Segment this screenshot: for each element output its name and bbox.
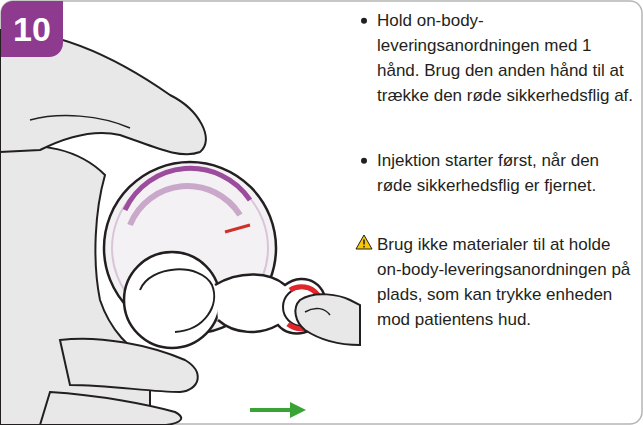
step-number: 10 bbox=[13, 12, 51, 46]
instruction-text: Injektion starter først, når den røde si… bbox=[377, 148, 635, 198]
indicator bbox=[225, 225, 250, 232]
bottom-fingers bbox=[60, 339, 198, 392]
button-contour bbox=[140, 269, 214, 332]
bullet bbox=[361, 158, 367, 164]
pulling-thumb bbox=[295, 294, 360, 345]
pull-arrow bbox=[250, 408, 298, 412]
start-button bbox=[124, 252, 220, 348]
instruction-text: Hold on-body-leveringsanordningen med 1 … bbox=[377, 8, 635, 108]
device-window bbox=[130, 186, 240, 225]
step-number-badge: 10 bbox=[1, 1, 63, 57]
bullet bbox=[361, 18, 367, 24]
warning-symbol bbox=[356, 235, 372, 249]
finger-line bbox=[30, 116, 130, 128]
warning-note: Brug ikke materialer til at holde on-bod… bbox=[377, 232, 635, 332]
bottom-fingers bbox=[40, 392, 181, 425]
thumbnail bbox=[305, 308, 330, 315]
